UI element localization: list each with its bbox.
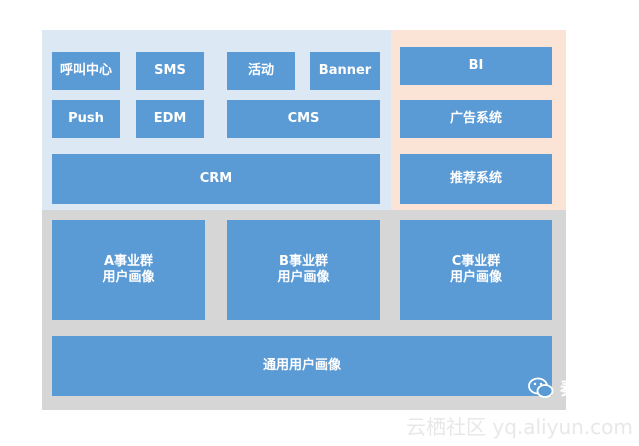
crm-box: CRM [52, 154, 380, 204]
push-box: Push [52, 100, 120, 138]
group-b-profile-box: B事业群 用户画像 [227, 220, 380, 320]
author-name: 秦路 [560, 379, 596, 400]
watermark-text: 云栖社区 yq.aliyun.com [406, 415, 633, 439]
group-a-name: A事业群 [103, 254, 154, 269]
group-a-profile-box: A事业群 用户画像 [52, 220, 205, 320]
author-signature: 秦路 [528, 376, 596, 400]
ad-system-box: 广告系统 [400, 100, 552, 138]
campaign-box: 活动 [227, 52, 295, 90]
group-b-name: B事业群 [279, 254, 328, 269]
banner-box: Banner [310, 52, 380, 90]
edm-box: EDM [136, 100, 204, 138]
general-profile-box: 通用用户画像 [52, 336, 552, 396]
sms-box: SMS [136, 52, 204, 90]
group-c-profile-box: C事业群 用户画像 [400, 220, 552, 320]
cms-box: CMS [227, 100, 380, 138]
group-b-label: 用户画像 [277, 270, 330, 285]
group-c-name: C事业群 [451, 254, 501, 269]
call-center-box: 呼叫中心 [52, 52, 120, 90]
group-a-label: 用户画像 [102, 270, 155, 285]
wechat-icon [528, 377, 554, 398]
group-c-label: 用户画像 [449, 270, 502, 285]
recommend-system-box: 推荐系统 [400, 154, 552, 204]
bi-box: BI [400, 47, 552, 85]
